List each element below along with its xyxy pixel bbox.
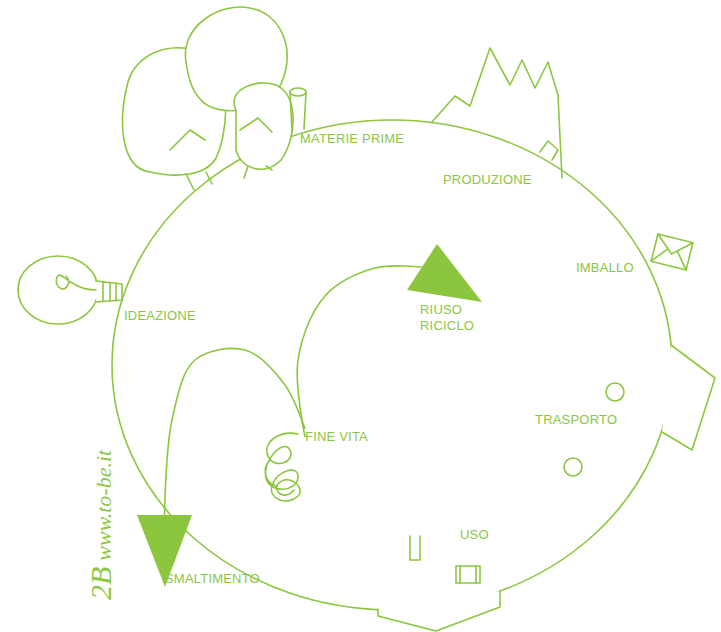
use-arrow [378, 591, 500, 631]
stage-label: IMBALLO [576, 260, 648, 276]
stage-label: MATERIE PRIME [300, 131, 430, 147]
use-icon-sofa-arm [460, 566, 476, 583]
truck-wheel [564, 458, 582, 476]
flow-arrow [137, 348, 305, 587]
stage-label: RIUSO RICICLO [420, 302, 482, 334]
waste-scribble [265, 433, 300, 501]
bulb-filament [56, 275, 96, 290]
chimney-top [290, 88, 306, 96]
stage-label: PRODUZIONE [443, 172, 558, 188]
factory-roof [432, 48, 562, 178]
arrow-head [407, 244, 482, 302]
stage-label: TRASPORTO [535, 412, 640, 428]
stage-label: SMALTIMENTO [165, 571, 290, 587]
cycle-ring [112, 120, 672, 610]
stage-label-node: RIUSO RICICLO [420, 302, 482, 334]
stage-label-node: USO [460, 527, 500, 543]
package-box [651, 234, 693, 270]
tree-trunk [186, 166, 272, 190]
stage-label-node: SMALTIMENTO [165, 571, 290, 587]
brand-watermark: 2B www.to-be.it [84, 444, 118, 600]
stage-label-node: IMBALLO [576, 260, 648, 276]
package-icon [651, 234, 693, 270]
truck-wheel [606, 383, 624, 401]
package-flap [651, 234, 693, 270]
use-icon-cup [410, 536, 420, 560]
bulb-thread [103, 282, 116, 301]
stage-label-node: PRODUZIONE [443, 172, 558, 188]
stage-label-node: IDEAZIONE [124, 308, 224, 324]
production-icon [540, 141, 558, 160]
brand-text: www.to-be.it [91, 450, 117, 561]
arrow-head [137, 515, 192, 587]
tree-branch [170, 118, 272, 150]
stage-label-node: TRASPORTO [535, 412, 640, 428]
tree-crown [234, 83, 293, 169]
stage-label: IDEAZIONE [124, 308, 224, 324]
stage-label-node: MATERIE PRIME [300, 131, 430, 147]
truck-fill [662, 345, 715, 450]
flow-arrow [297, 244, 482, 437]
stage-label: USO [460, 527, 500, 543]
use-arrow-fill [378, 591, 500, 631]
chimney-body [290, 92, 306, 130]
truck-cab [662, 345, 715, 450]
brand-text: 2B [84, 567, 118, 600]
flow-line [297, 266, 422, 437]
stage-label: FINE VITA [305, 429, 385, 445]
stage-label-node: FINE VITA [305, 429, 385, 445]
bulb-base [96, 281, 122, 302]
use-icon-sofa [456, 566, 480, 583]
bulb-glass [18, 256, 98, 324]
flow-line [165, 348, 306, 515]
